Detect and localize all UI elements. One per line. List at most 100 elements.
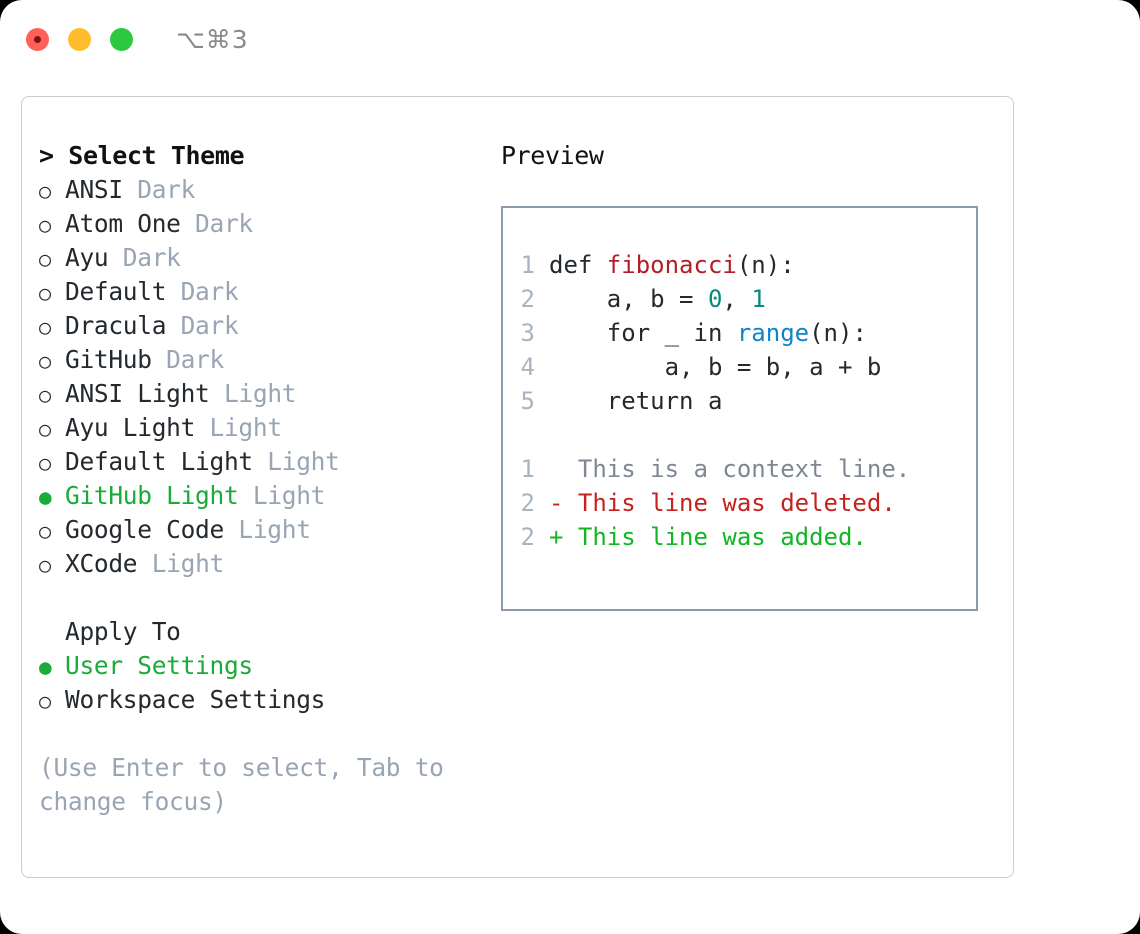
diff-line: 2 - This line was deleted. [503,486,976,520]
code-token-bi: range [736,319,810,347]
theme-option-category: Light [209,379,297,408]
radio-unselected-icon: ○ [39,417,51,441]
diff-line: 2+ This line was added. [503,520,976,554]
theme-option-ayu[interactable]: ○ Ayu Dark [39,241,484,275]
theme-option-github[interactable]: ○ GitHub Dark [39,343,484,377]
help-text: (Use Enter to select, Tab to change focu… [39,753,444,816]
radio-unselected-icon: ○ [39,553,51,577]
theme-option-category: Light [223,515,311,544]
code-token-fn: fibonacci [606,251,737,279]
diff-line-text: + This line was added. [549,523,867,551]
theme-option-label: ANSI Light [65,379,210,408]
theme-option-label: Atom One [65,209,181,238]
theme-option-atom-one[interactable]: ○ Atom One Dark [39,207,484,241]
theme-option-category: Dark [122,175,196,204]
theme-option-google-code[interactable]: ○Google Code Light [39,513,484,547]
code-line-text: def fibonacci(n): [549,248,795,282]
theme-option-category: Light [137,549,225,578]
apply-to-option-label: Workspace Settings [65,685,326,714]
theme-option-label: Ayu [65,243,109,272]
code-line: 3 for _ in range(n): [503,316,976,350]
radio-unselected-icon: ○ [39,213,51,237]
main-panel: > Select Theme ○ANSI Dark○Atom One Dark○… [21,96,1014,878]
theme-option-category: Dark [180,209,253,238]
theme-option-category: Light [238,481,326,510]
code-line: 1 def fibonacci(n): [503,248,976,282]
theme-selection-column: > Select Theme ○ANSI Dark○Atom One Dark○… [22,139,484,877]
zoom-button[interactable] [110,27,133,51]
apply-to-option-label: User Settings [65,651,253,680]
code-token-plain: (n): [736,251,795,279]
radio-unselected-icon: ○ [39,315,51,339]
code-line: 2 a, b = 0, 1 [503,282,976,316]
radio-unselected-icon: ○ [39,383,51,407]
radio-unselected-icon: ○ [39,179,51,203]
radio-unselected-icon: ○ [39,281,51,305]
code-token-plain: (n): [809,319,867,347]
line-number: 3 [520,319,535,347]
radio-unselected-icon: ○ [39,451,51,475]
code-token-num: 0 [707,285,723,313]
theme-option-default-light[interactable]: ○Default Light Light [39,445,484,479]
line-number: 4 [520,353,535,381]
theme-list[interactable]: ○ANSI Dark○Atom One Dark○Ayu Dark○Defaul… [39,173,484,581]
minimize-button[interactable] [68,27,91,51]
theme-option-category: Dark [166,277,239,306]
code-diff-separator [503,418,976,452]
apply-to-option-user-settings[interactable]: ● User Settings [39,649,484,683]
close-button[interactable] [26,27,49,51]
code-line-text: a, b = b, a + b [549,350,882,384]
preview-header: Preview [501,141,604,170]
theme-option-label: Ayu Light [65,413,196,442]
theme-option-dracula[interactable]: ○Dracula Dark [39,309,484,343]
select-theme-header: > Select Theme [39,141,245,170]
code-line-text: return a [549,384,723,418]
theme-option-ayu-light[interactable]: ○ Ayu Light Light [39,411,484,445]
code-token-num: 1 [751,285,766,313]
radio-unselected-icon: ○ [39,247,51,271]
theme-option-label: GitHub [65,345,152,374]
code-token-plain: for _ in [549,319,737,347]
line-number: 2 [520,489,535,517]
theme-option-category: Light [195,413,283,442]
code-token-plain: return a [549,387,723,415]
line-number: 1 [520,251,535,279]
line-number: 2 [520,285,535,313]
theme-option-label: ANSI [65,175,123,204]
apply-to-option-workspace-settings[interactable]: ○ Workspace Settings [39,683,484,717]
window-controls [26,27,133,51]
radio-unselected-icon: ○ [39,689,51,713]
theme-option-label: GitHub Light [65,481,239,510]
theme-option-category: Dark [151,345,224,374]
theme-option-label: Google Code [65,515,224,544]
help-spacer [39,717,484,751]
code-line: 4 a, b = b, a + b [503,350,976,384]
code-token-plain: def [549,251,607,279]
code-line-text: a, b = 0, 1 [549,282,766,316]
diff-line: 1 This is a context line. [503,452,976,486]
radio-unselected-icon: ○ [39,349,51,373]
theme-option-default[interactable]: ○Default Dark [39,275,484,309]
code-line: 5 return a [503,384,976,418]
theme-option-label: XCode [65,549,138,578]
theme-option-category: Dark [108,243,181,272]
code-token-plain: , [722,285,752,313]
code-line-text: for _ in range(n): [549,316,867,350]
line-number: 1 [520,455,535,483]
apply-to-list[interactable]: ● User Settings ○ Workspace Settings [39,649,484,717]
theme-option-github-light[interactable]: ●GitHub Light Light [39,479,484,513]
theme-option-ansi-light[interactable]: ○ ANSI Light Light [39,377,484,411]
theme-option-xcode[interactable]: ○ XCode Light [39,547,484,581]
theme-option-category: Dark [166,311,239,340]
diff-line-text: This is a context line. [549,455,911,483]
radio-selected-icon: ● [39,655,52,679]
diff-line-text: - This line was deleted. [549,489,896,517]
diff-sample: 1 This is a context line. 2 - This line wa… [503,452,976,554]
section-spacer [39,581,484,615]
title-bar: ⌥⌘3 [0,0,1140,78]
code-token-plain: a, b = [549,285,708,313]
theme-option-ansi[interactable]: ○ ANSI Dark [39,173,484,207]
